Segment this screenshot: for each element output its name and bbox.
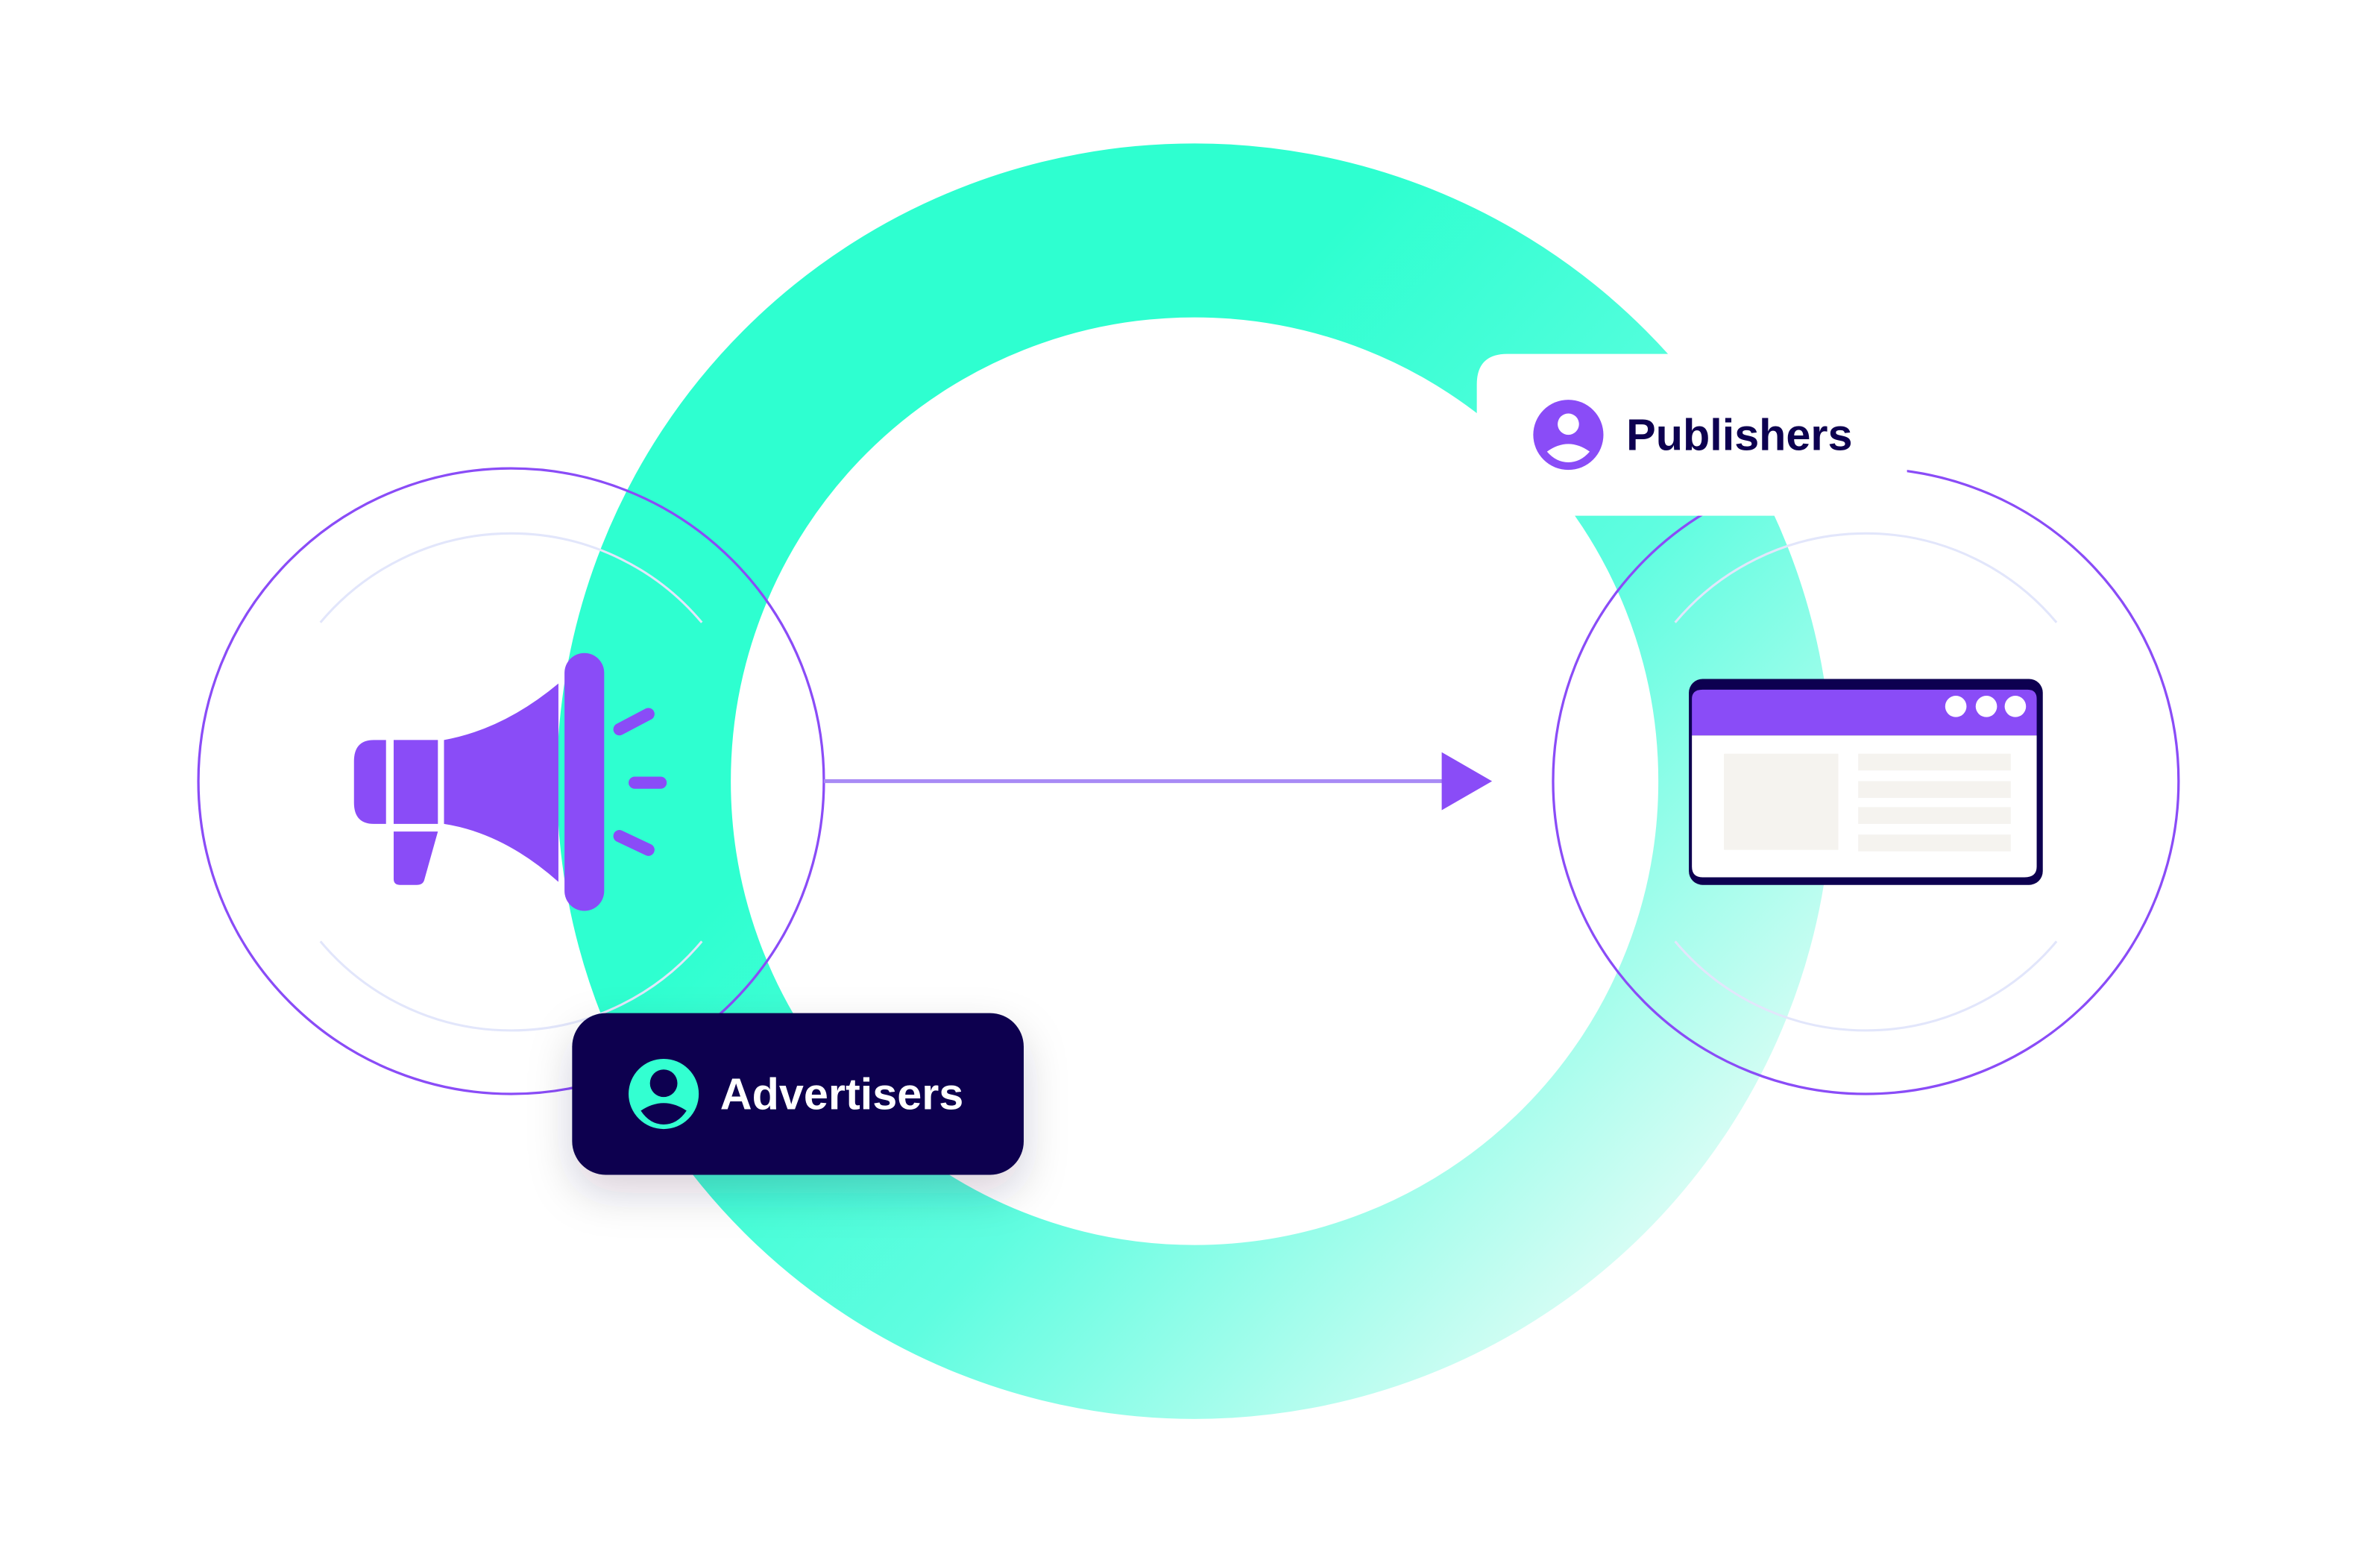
- advertisers-text: Advertisers: [720, 1069, 963, 1119]
- browser-window-icon: [1689, 679, 2043, 885]
- user-circle-icon: [1533, 400, 1604, 471]
- advertisers-label: [572, 1013, 1024, 1175]
- publishers-label: Publishers: [1476, 353, 1907, 516]
- publishers-text: Publishers: [1626, 410, 1852, 460]
- megaphone-icon: [353, 652, 667, 911]
- flow-arrow: [823, 752, 1493, 811]
- user-circle-icon: [629, 1058, 699, 1130]
